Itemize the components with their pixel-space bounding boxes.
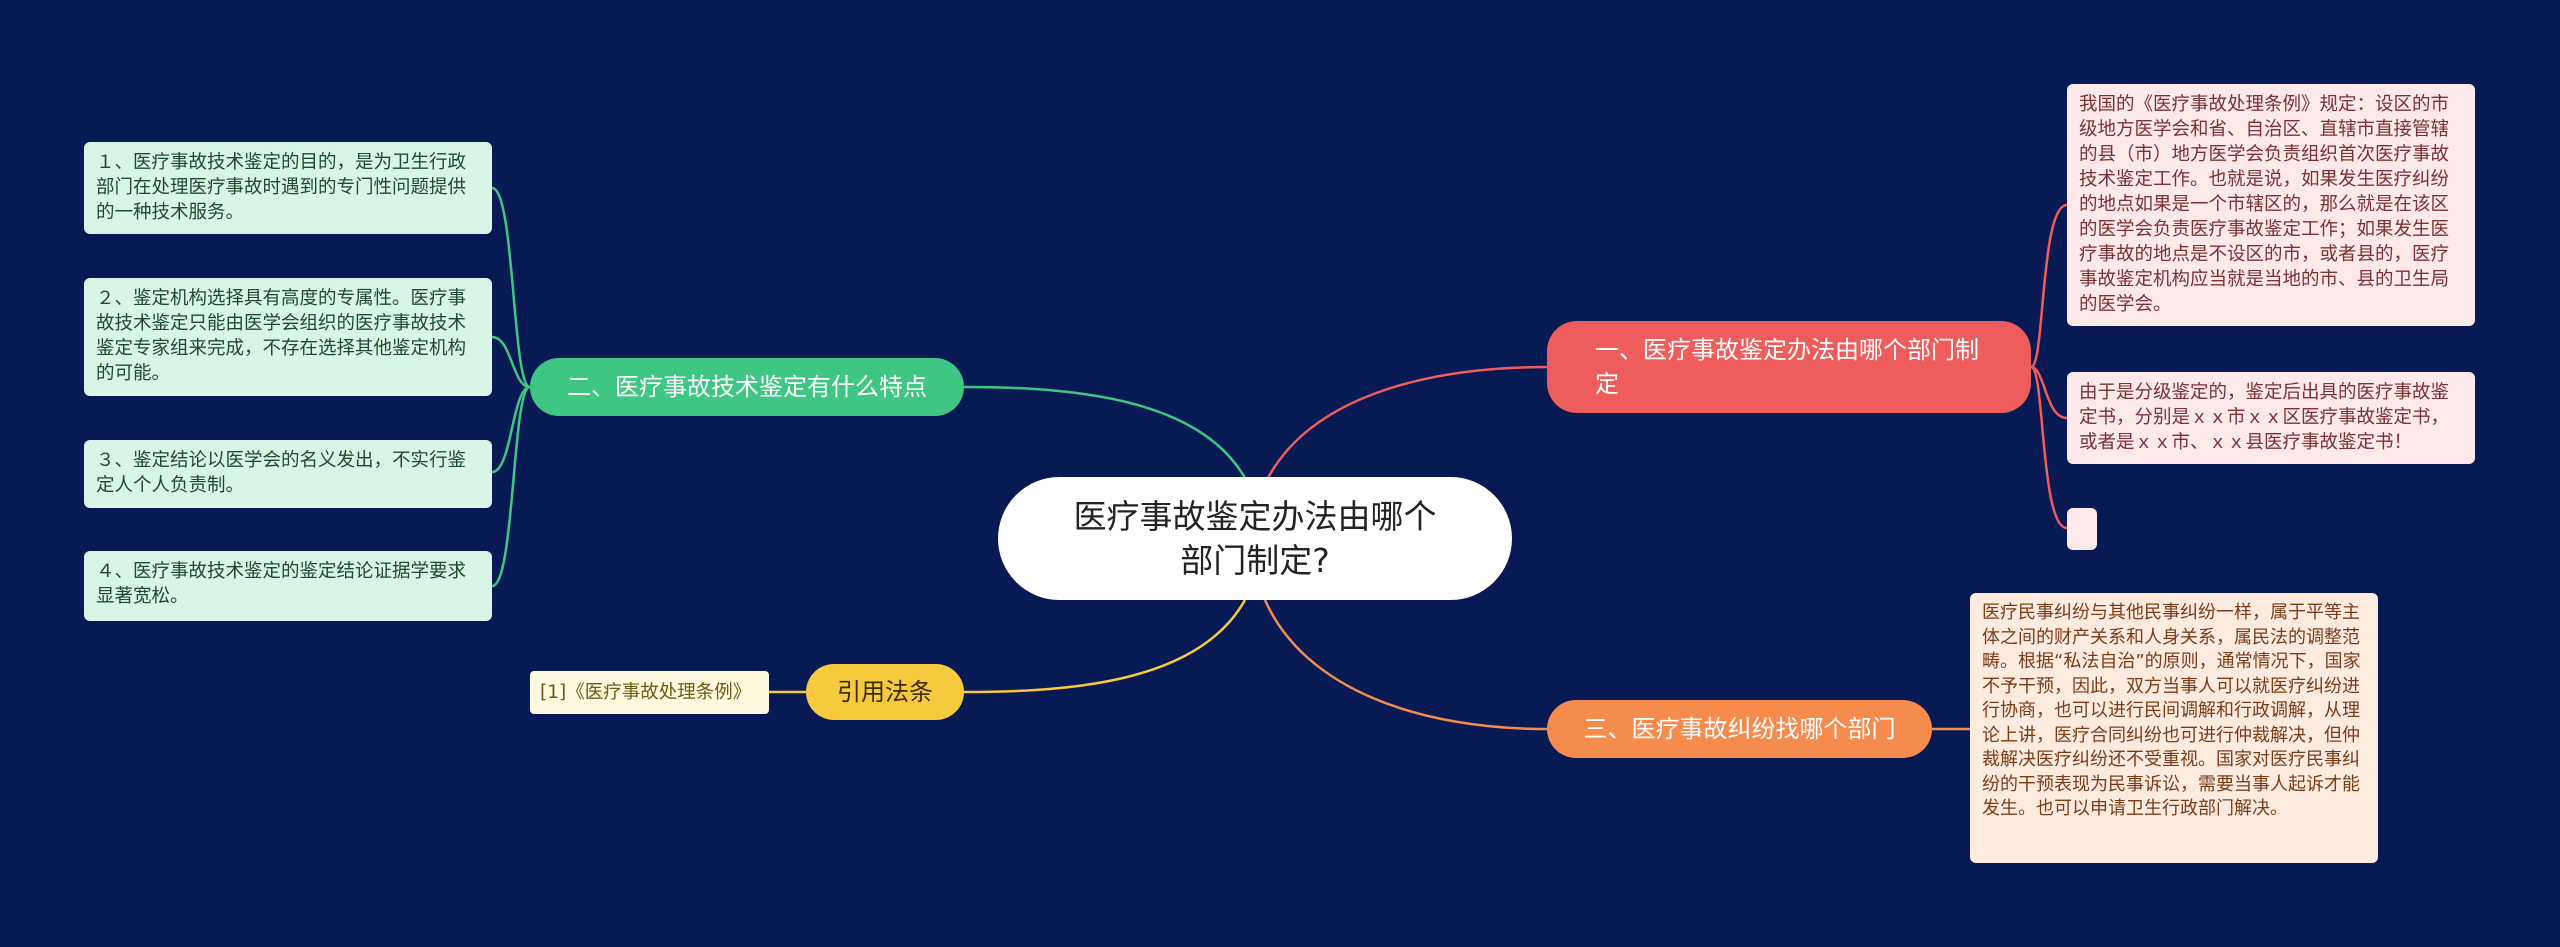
leaf-1-3-empty[interactable] (2067, 508, 2097, 550)
leaf-2-1[interactable]: １、医疗事故技术鉴定的目的，是为卫生行政部门在处理医疗事故时遇到的专门性问题提供… (84, 142, 492, 234)
root-node[interactable]: 医疗事故鉴定办法由哪个部门制定? (998, 477, 1512, 600)
leaf-4-1[interactable]: [1]《医疗事故处理条例》 (530, 671, 769, 714)
link-b2-leaf3 (491, 385, 531, 474)
leaf-4-1-text: [1]《医疗事故处理条例》 (540, 682, 752, 703)
link-b2-leaf4 (491, 385, 531, 588)
leaf-2-2[interactable]: ２、鉴定机构选择具有高度的专属性。医疗事故技术鉴定只能由医学会组织的医疗事故技术… (84, 278, 492, 396)
link-root-branch3 (1263, 599, 1548, 731)
leaf-2-3-text: ３、鉴定结论以医学会的名义发出，不实行鉴定人个人负责制。 (96, 450, 467, 496)
leaf-1-1[interactable]: 我国的《医疗事故处理条例》规定：设区的市级地方医学会和省、自治区、直辖市直接管辖… (2067, 84, 2475, 326)
leaf-3-1-text: 医疗民事纠纷与其他民事纠纷一样，属于平等主体之间的财产关系和人身关系，属民法的调… (1982, 602, 2361, 819)
leaf-2-3[interactable]: ３、鉴定结论以医学会的名义发出，不实行鉴定人个人负责制。 (84, 440, 492, 508)
branch-node-3[interactable]: 三、医疗事故纠纷找哪个部门 (1547, 700, 1932, 758)
leaf-2-1-text: １、医疗事故技术鉴定的目的，是为卫生行政部门在处理医疗事故时遇到的专门性问题提供… (96, 152, 467, 223)
link-root-branch4 (963, 599, 1247, 694)
branch-node-4[interactable]: 引用法条 (806, 664, 964, 720)
link-b1-leaf1 (2029, 203, 2068, 369)
link-root-branch1 (1266, 365, 1548, 479)
link-b1-leaf3 (2029, 365, 2068, 530)
link-root-branch2 (963, 385, 1247, 479)
branch-node-2[interactable]: 二、医疗事故技术鉴定有什么特点 (530, 358, 964, 416)
branch-node-1[interactable]: 一、医疗事故鉴定办法由哪个部门制定 (1547, 321, 2031, 413)
leaf-2-4-text: ４、医疗事故技术鉴定的鉴定结论证据学要求显著宽松。 (96, 561, 467, 607)
leaf-2-4[interactable]: ４、医疗事故技术鉴定的鉴定结论证据学要求显著宽松。 (84, 551, 492, 621)
leaf-1-2-text: 由于是分级鉴定的，鉴定后出具的医疗事故鉴定书，分别是ｘｘ市ｘｘ区医疗事故鉴定书，… (2079, 382, 2450, 453)
root-title: 医疗事故鉴定办法由哪个部门制定? (1073, 496, 1437, 580)
branch-3-label: 三、医疗事故纠纷找哪个部门 (1583, 715, 1896, 743)
link-b2-leaf1 (491, 186, 531, 389)
leaf-2-2-text: ２、鉴定机构选择具有高度的专属性。医疗事故技术鉴定只能由医学会组织的医疗事故技术… (96, 288, 467, 384)
leaf-3-1[interactable]: 医疗民事纠纷与其他民事纠纷一样，属于平等主体之间的财产关系和人身关系，属民法的调… (1970, 593, 2378, 863)
branch-2-label: 二、医疗事故技术鉴定有什么特点 (567, 373, 927, 401)
leaf-1-2[interactable]: 由于是分级鉴定的，鉴定后出具的医疗事故鉴定书，分别是ｘｘ市ｘｘ区医疗事故鉴定书，… (2067, 372, 2475, 464)
link-b1-leaf2 (2030, 365, 2068, 420)
branch-4-label: 引用法条 (837, 678, 933, 706)
branch-1-label: 一、医疗事故鉴定办法由哪个部门制定 (1595, 336, 1979, 398)
leaf-1-1-text: 我国的《医疗事故处理条例》规定：设区的市级地方医学会和省、自治区、直辖市直接管辖… (2079, 94, 2450, 315)
link-b2-leaf2 (491, 335, 531, 389)
